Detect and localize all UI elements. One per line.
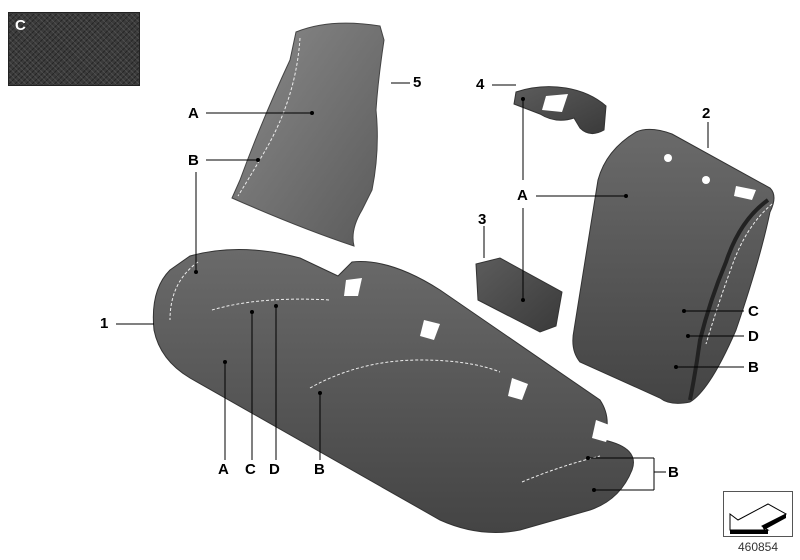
part-label-2: 2 (702, 105, 711, 122)
callout-C-part2: C (748, 303, 759, 320)
part-label-1: 1 (100, 315, 109, 332)
callout-C-part1: C (245, 461, 256, 478)
part-1-cushion (152, 248, 634, 533)
reference-number: 460854 (737, 540, 779, 554)
callout-B-part5: B (188, 152, 199, 169)
leader-lines (116, 82, 744, 491)
part-label-4: 4 (476, 76, 485, 93)
part-label-5: 5 (413, 74, 422, 91)
callout-A-center: A (517, 187, 528, 204)
callout-A-part1: A (218, 461, 229, 478)
texture-inset: C (8, 12, 140, 86)
callout-A-part5: A (188, 105, 199, 122)
inset-label: C (15, 17, 26, 34)
callout-dots (194, 97, 690, 492)
callout-B-part1: B (314, 461, 325, 478)
orientation-arrow-box (723, 491, 793, 537)
callout-D-part1: D (269, 461, 280, 478)
callout-D-part2: D (748, 328, 759, 345)
part-4-trim (513, 86, 607, 134)
callout-B-part2: B (748, 359, 759, 376)
part-label-3: 3 (478, 211, 487, 228)
arrow-icon (729, 503, 788, 534)
part-5-bolster (231, 22, 385, 247)
callout-B-right: B (668, 464, 679, 481)
part-2-backrest (572, 128, 775, 404)
part-3-armrest (475, 257, 563, 333)
